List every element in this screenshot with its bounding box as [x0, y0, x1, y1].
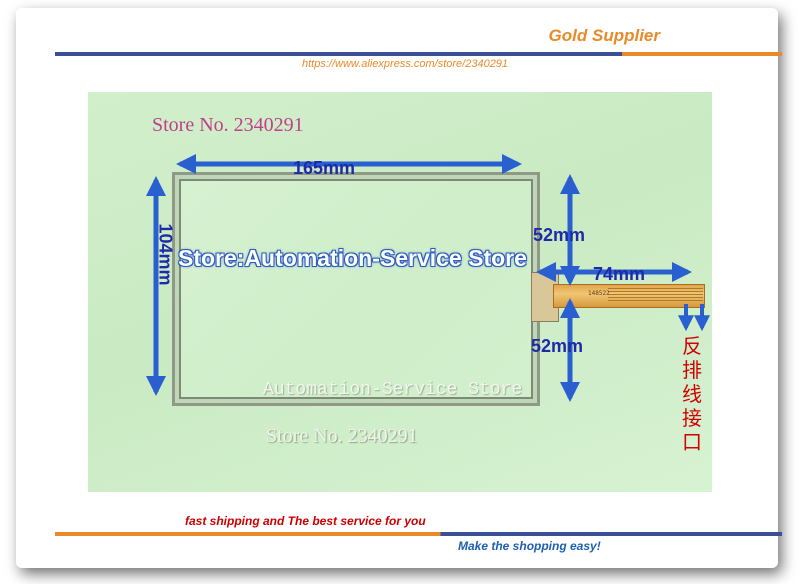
height-dimension: 104mm [155, 223, 176, 286]
product-photo: 148522 Store No. 2340291 165mm 104mm 52m… [88, 92, 712, 492]
width-dimension: 165mm [293, 158, 356, 178]
flex-cable-traces [608, 288, 703, 302]
reverse-cable-label: 反排线接口 [682, 336, 702, 454]
dimension-arrows [146, 154, 710, 402]
gold-supplier-label: Gold Supplier [548, 26, 660, 45]
store-number-top: Store No. 2340291 [152, 114, 304, 136]
header-divider [55, 52, 782, 56]
watermark: Automation-Service Store [263, 380, 523, 400]
footer-divider [55, 532, 782, 536]
shopping-slogan: Make the shopping easy! [458, 539, 601, 553]
store-url[interactable]: https://www.aliexpress.com/store/2340291 [302, 58, 509, 70]
store-banner: Store:Automation-Service Store [178, 245, 527, 271]
upper-dimension: 52mm [533, 225, 586, 245]
store-number-bottom: Store No. 2340291 [266, 425, 418, 447]
cable-dimension: 74mm [593, 264, 646, 284]
touch-panel [172, 172, 540, 406]
shipping-slogan: fast shipping and The best service for y… [185, 514, 426, 528]
cable-code: 148522 [588, 290, 610, 297]
lower-dimension: 52mm [531, 336, 584, 356]
